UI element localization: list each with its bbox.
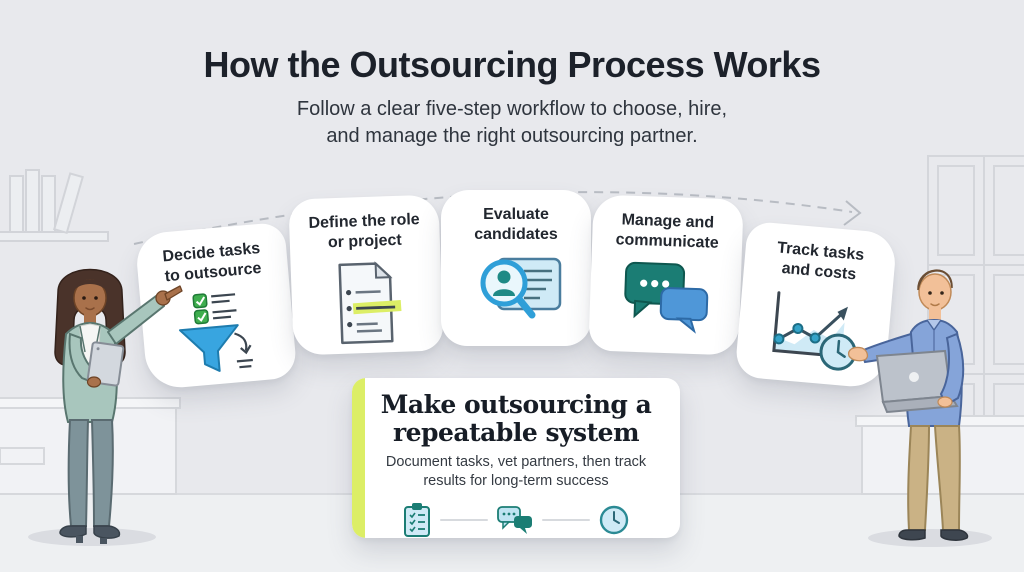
summary-accent-bar (352, 378, 365, 538)
page-subtitle: Follow a clear five-step workflow to cho… (0, 96, 1024, 150)
page-title: How the Outsourcing Process Works (203, 44, 821, 85)
step-card-decide-tasks: Decide tasks to outsource (134, 221, 298, 391)
clock-icon (599, 505, 629, 534)
step-title: Define the role or project (308, 211, 420, 251)
chart-clock-icon (772, 291, 857, 371)
funnel-checklist-icon (178, 293, 253, 372)
candidate-search-icon (480, 257, 562, 319)
woman-illustration (28, 268, 183, 546)
chat-bubbles-icon (497, 505, 532, 534)
connector-line (542, 518, 590, 521)
man-shadow (868, 529, 992, 547)
chat-bubbles-icon (624, 261, 709, 334)
clipboard-checklist-icon (404, 502, 430, 537)
step-card-evaluate-candidates: Evaluate candidates (441, 190, 591, 346)
man-illustration (847, 269, 992, 547)
woman-shadow (28, 528, 156, 546)
summary-card: Make outsourcing a repeatable system Doc… (352, 378, 680, 538)
step-card-track-costs: Track tasks and costs (734, 220, 898, 390)
subtitle-line-2: and manage the right outsourcing partner… (326, 125, 698, 147)
subtitle-line-1: Follow a clear five-step workflow to cho… (296, 98, 728, 120)
tablet (86, 341, 125, 387)
step-title: Evaluate candidates (474, 206, 558, 243)
summary-subtitle: Document tasks, vet partners, then track… (385, 454, 647, 489)
header: How the Outsourcing Process Works Follow… (0, 44, 1024, 150)
summary-title: Make outsourcing a repeatable system (380, 390, 652, 447)
step-card-manage-communicate: Manage and communicate (588, 194, 744, 356)
step-card-define-role: Define the role or project (288, 194, 444, 356)
document-highlight-icon (338, 261, 402, 345)
summary-icon-row (352, 502, 680, 538)
bookshelf-outline (0, 169, 109, 242)
connector-line (440, 518, 488, 521)
step-title: Manage and communicate (615, 211, 720, 252)
